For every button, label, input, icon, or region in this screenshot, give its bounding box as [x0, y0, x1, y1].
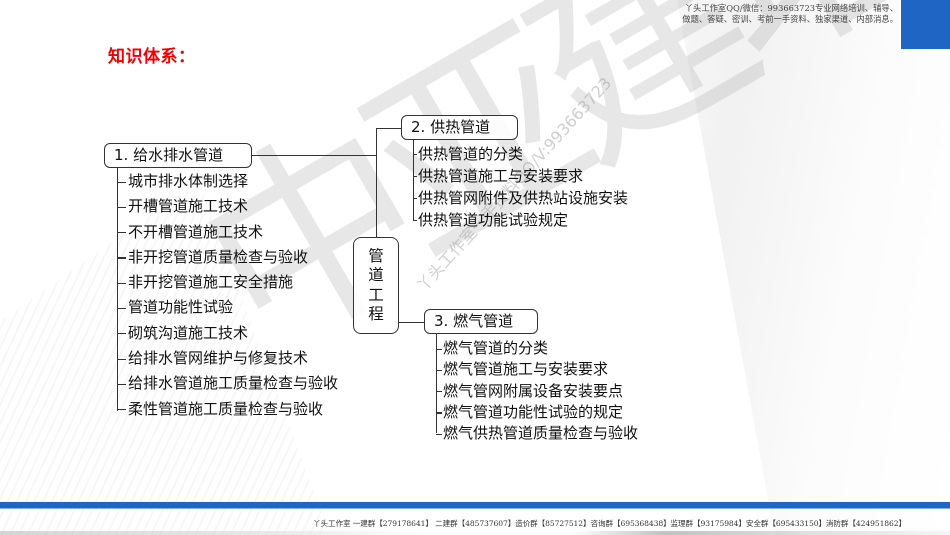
leaf-item[interactable]: 柔性管道施工质量检查与验收: [117, 397, 338, 422]
leaf-item[interactable]: 供热管道功能试验规定: [413, 209, 628, 231]
branch-label: 2. 供热管道: [411, 118, 491, 136]
leaf-item[interactable]: 供热管道的分类: [413, 143, 628, 165]
leaf-item[interactable]: 供热管网附件及供热站设施安装: [413, 187, 628, 209]
branch3-tree-line: [436, 334, 438, 433]
background-building-right: [677, 0, 950, 535]
root-char-1: 管: [368, 246, 384, 265]
leaf-item[interactable]: 非开挖管道质量检查与验收: [117, 245, 338, 270]
branch1-leaf-list: 城市排水体制选择 开槽管道施工技术 不开槽管道施工技术 非开挖管道质量检查与验收…: [117, 169, 338, 422]
leaf-item[interactable]: 砌筑沟道施工技术: [117, 321, 338, 346]
root-char-4: 程: [368, 305, 384, 323]
leaf-item[interactable]: 燃气管道功能性试验的规定: [436, 402, 638, 423]
header-note-line-2: 做题、答疑、密训、考前一手资料、独家渠道、内部消息。: [682, 14, 898, 24]
leaf-item[interactable]: 管道功能性试验: [117, 295, 338, 320]
connector-root-to-branch3: [399, 322, 424, 324]
branch-node-gas-pipeline[interactable]: 3. 燃气管道: [424, 309, 538, 334]
branch-node-heating-pipeline[interactable]: 2. 供热管道: [401, 115, 518, 140]
footer-image-strip: [0, 531, 950, 535]
leaf-item[interactable]: 城市排水体制选择: [117, 169, 338, 194]
root-char-2: 道: [368, 266, 384, 284]
footer-accent-bar: [0, 502, 950, 508]
connector-trunk-to-branch2: [376, 128, 401, 130]
root-char-3: 工: [368, 285, 384, 304]
leaf-item[interactable]: 非开挖管道施工安全措施: [117, 270, 338, 295]
branch2-leaf-list: 供热管道的分类 供热管道施工与安装要求 供热管网附件及供热站设施安装 供热管道功…: [413, 143, 628, 231]
leaf-item[interactable]: 燃气管道的分类: [436, 338, 638, 359]
leaf-item[interactable]: 给排水管网维护与修复技术: [117, 346, 338, 371]
mindmap-root-node[interactable]: 管 道 工 程: [353, 237, 399, 334]
leaf-item[interactable]: 燃气管道施工与安装要求: [436, 359, 638, 380]
leaf-item[interactable]: 燃气供热管道质量检查与验收: [436, 423, 638, 444]
branch1-tree-line: [117, 168, 119, 411]
branch-node-water-supply-drainage[interactable]: 1. 给水排水管道: [104, 143, 252, 168]
leaf-item[interactable]: 开槽管道施工技术: [117, 194, 338, 219]
footer-note: 丫头工作室 一建群【279178641】 二建群【485737607】造价群【8…: [313, 519, 906, 528]
branch2-tree-line: [413, 140, 415, 221]
leaf-item[interactable]: 不开槽管道施工技术: [117, 220, 338, 245]
connector-branch1-to-trunk: [252, 155, 377, 157]
leaf-item[interactable]: 给排水管道施工质量检查与验收: [117, 371, 338, 396]
leaf-item[interactable]: 供热管道施工与安装要求: [413, 165, 628, 187]
header-note: 丫头工作室QQ/微信：993663723专业网络培训、辅导、 做题、答疑、密训、…: [668, 3, 898, 25]
branch-label: 3. 燃气管道: [434, 312, 514, 330]
page-title: 知识体系：: [108, 47, 196, 67]
leaf-item[interactable]: 燃气管网附属设备安装要点: [436, 381, 638, 402]
branch-label: 1. 给水排水管道: [114, 146, 224, 164]
header-note-line-1: 丫头工作室QQ/微信：993663723专业网络培训、辅导、: [684, 3, 898, 13]
connector-trunk-vertical: [376, 128, 378, 237]
branch3-leaf-list: 燃气管道的分类 燃气管道施工与安装要求 燃气管网附属设备安装要点 燃气管道功能性…: [436, 338, 638, 444]
footer-accent-line: [0, 508, 950, 509]
corner-accent-block: [901, 0, 950, 49]
